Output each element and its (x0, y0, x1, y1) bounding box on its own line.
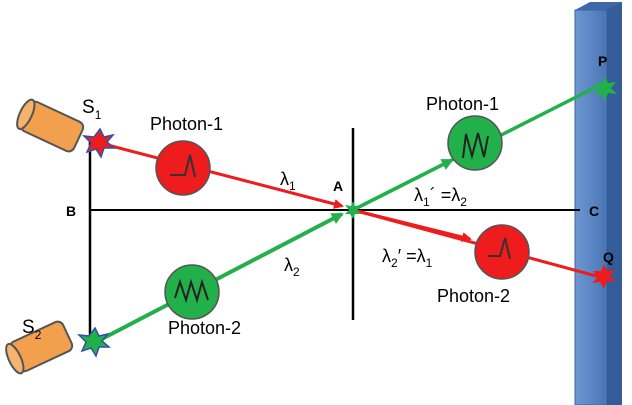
red-beam-arrowhead (352, 208, 472, 242)
photon-2-green-circle (164, 264, 220, 320)
point-a-label: A (333, 178, 343, 194)
photon-1-label-right: Photon-1 (426, 94, 499, 114)
photon-1-label-left: Photon-1 (150, 114, 223, 134)
lambda-2-prime-label: λ2′ =λ1 (382, 246, 433, 270)
photon-2-label-right: Photon-2 (437, 286, 510, 306)
lambda-1-prime-label: λ1´ =λ2 (414, 185, 467, 209)
burst-q (592, 264, 616, 289)
source-s2 (5, 320, 74, 375)
red-beam-incoming (99, 141, 344, 209)
point-q-label: Q (603, 249, 614, 265)
detector-screen (574, 2, 622, 405)
photon-2-label-left: Photon-2 (168, 318, 241, 338)
source-s2-label: S2 (22, 317, 42, 342)
point-c-label: C (589, 203, 599, 219)
point-p-label: P (598, 53, 607, 69)
photon-2-red-circle (474, 224, 530, 280)
green-beam-arrowhead (352, 158, 454, 212)
photon-1-red-circle (155, 140, 211, 196)
lambda-2-label: λ2 (284, 255, 300, 279)
source-s1 (16, 98, 85, 153)
green-beam-incoming (95, 212, 344, 344)
lambda-1-label: λ1 (280, 169, 296, 193)
source-s1-label: S1 (82, 97, 102, 122)
burst-a (345, 201, 361, 219)
burst-s1 (81, 127, 117, 159)
point-b-label: B (66, 203, 76, 219)
burst-s2 (76, 326, 112, 358)
photon-1-green-circle (447, 115, 503, 171)
burst-p (593, 76, 617, 101)
